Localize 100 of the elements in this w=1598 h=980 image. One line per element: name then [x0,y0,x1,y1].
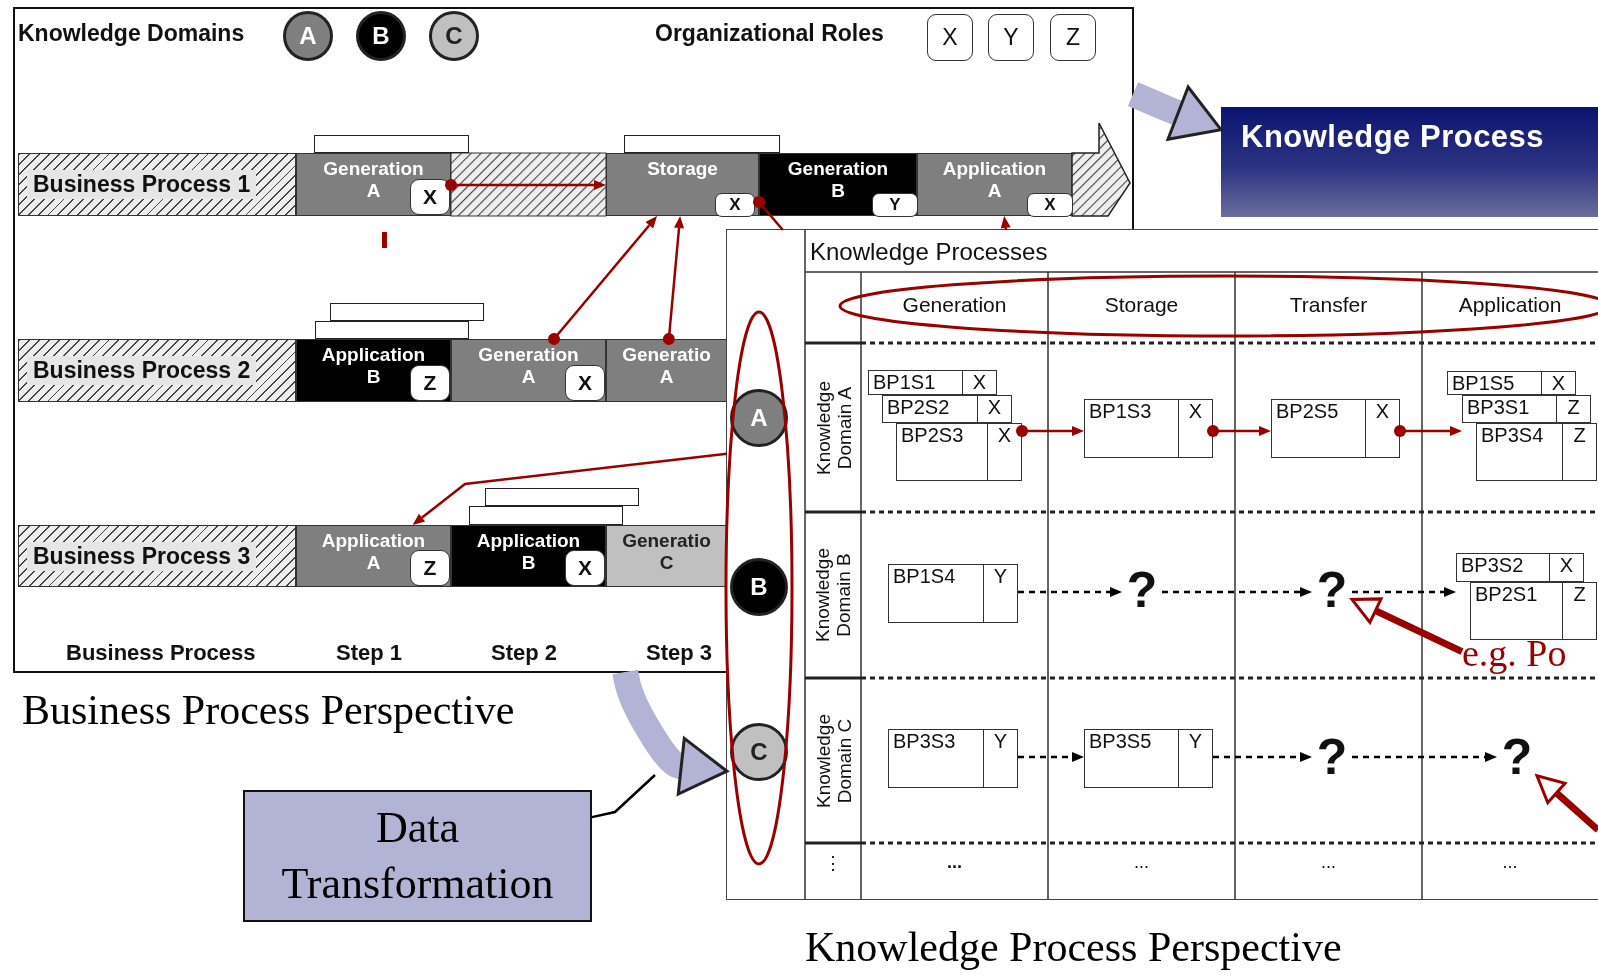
domain-circle: B [356,11,406,61]
role-letter: Z [1566,396,1581,419]
process-card [1470,582,1597,640]
arrow [662,216,685,345]
process-card [1462,395,1591,423]
role-tag: X [565,365,605,401]
role-tag: Y [872,193,918,217]
process-card [1476,423,1597,481]
arrow [1207,425,1271,437]
legend-title: Knowledge Domains [18,20,245,47]
role-letter: Z [1572,583,1587,606]
card-name: BP2S5 [1276,400,1339,423]
ellipsis: ... [1133,852,1150,873]
question-mark: ? [1312,565,1352,615]
card-name: BP3S4 [1481,424,1544,447]
card-name: BP1S4 [893,565,956,588]
role-tag: Y [988,14,1034,61]
dashed-arrow [1162,587,1312,597]
process-card [1456,553,1584,582]
block-arrow [1350,597,1464,655]
card-name: BP1S1 [873,371,936,394]
block-arrow [1126,82,1223,141]
domain-circle: A [283,11,333,61]
column-header: Storage [1103,293,1180,317]
panel-label: Knowledge Process Perspective [805,923,1342,971]
domain-circle: C [429,11,479,61]
process-step: Application A X [917,153,1072,216]
role-letter: X [986,396,1003,419]
row-header: Knowledge Domain B [811,547,855,644]
process-name: Business Process 1 [27,170,257,199]
question-mark: ? [1122,565,1162,615]
axis-label: Step 1 [336,640,403,666]
process-card [882,395,1012,423]
dashed-arrow [1213,752,1312,762]
role-tag: X [565,550,605,586]
row-header: Knowledge Domain C [811,712,855,810]
process-bar [18,153,296,216]
role-tag: X [715,193,755,217]
process-step: Generation B Y [759,153,917,216]
process-step: Storage X [606,153,759,216]
role-letter: X [1374,400,1391,423]
card-name: BP3S1 [1467,396,1530,419]
process-card [1447,371,1576,395]
role-letter: Y [992,565,1009,588]
role-letter: Y [1187,730,1204,753]
dashed-arrow [1352,752,1497,762]
panel-label: Business Process Perspective [22,686,515,734]
card-name: BP3S2 [1461,554,1524,577]
ellipsis: ... [946,852,963,873]
card-name: BP3S5 [1089,730,1152,753]
dashed-arrow [1018,587,1122,597]
callout-box: Data Transformation [243,790,592,922]
process-name: Business Process 3 [27,541,257,571]
stack-outline [624,135,780,153]
role-letter: X [971,371,988,394]
role-tag: X [1027,193,1073,217]
card-name: BP2S3 [901,424,964,447]
role-tag: Z [410,550,450,586]
domain-circle: C [730,723,788,781]
stack-outline [314,135,469,153]
role-letter: Z [1572,424,1587,447]
question-mark: ? [1312,732,1352,782]
role-tag: X [927,14,973,61]
process-card [888,564,1018,623]
connector-line [591,774,656,819]
row-header: Knowledge Domain A [811,379,855,477]
card-name: BP1S5 [1452,372,1515,395]
role-tag: Z [1050,14,1096,61]
role-letter: X [1558,554,1575,577]
dashed-arrow [1352,587,1456,597]
arrow [548,216,658,345]
card-name: BP3S3 [893,730,956,753]
block-arrow [1535,774,1598,833]
column-header: Transfer [1288,293,1369,317]
ellipsis: ... [1501,852,1519,873]
ellipsis: ... [1320,852,1337,873]
column-header: Application [1457,293,1563,317]
dashed-arrow [1018,752,1084,762]
stack-outline [469,506,623,525]
question-mark: ? [1497,732,1537,782]
process-name: Business Process 2 [27,356,257,385]
process-step: Generation A X [451,339,606,402]
axis-label: Business Process [66,640,256,666]
process-card [1271,399,1400,458]
table-title: Knowledge Processes [810,238,1048,266]
process-step: Application B Z [296,339,451,402]
arrow [1000,216,1011,231]
role-letter: X [996,424,1013,447]
card-name: BP2S2 [887,396,950,419]
ellipsis: ⋮ [823,852,843,874]
process-card [868,370,997,395]
role-tag: X [410,179,450,215]
arrow [445,179,606,191]
card-name: BP1S3 [1089,400,1152,423]
legend-title: Organizational Roles [655,20,884,47]
process-step: Application B X [451,525,606,587]
process-step: Generatio C [606,525,727,587]
role-letter: X [1187,400,1204,423]
card-name: BP2S1 [1475,583,1538,606]
arrow [1016,425,1084,437]
